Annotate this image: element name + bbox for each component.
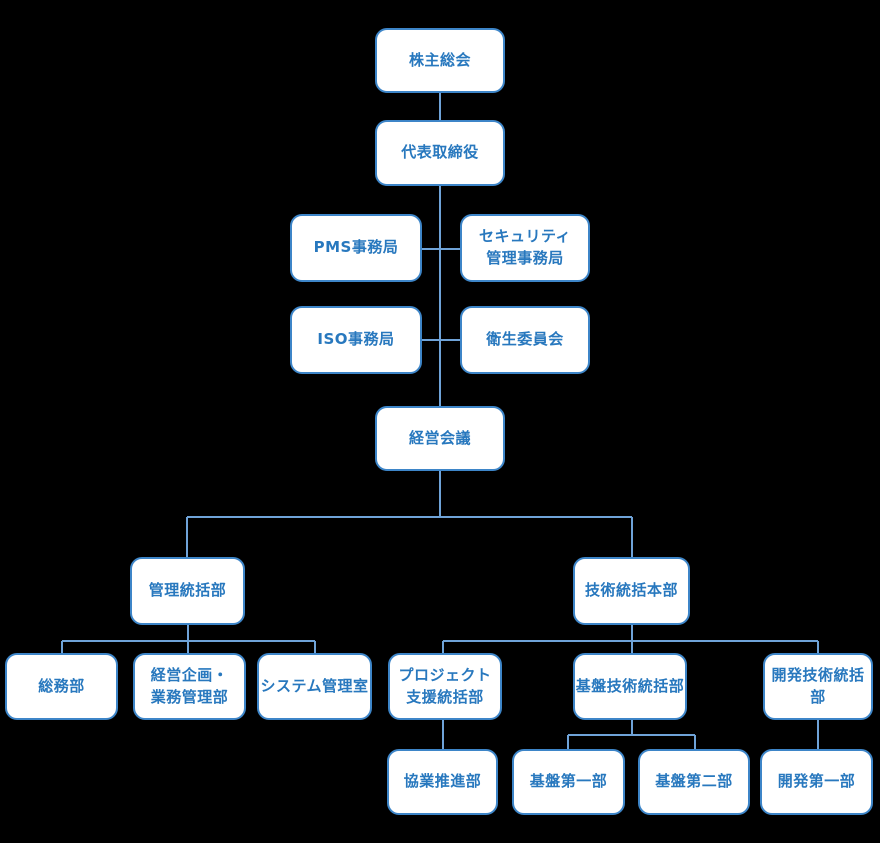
org-node-label-security-admin-office: セキュリティ 管理事務局 [478, 227, 572, 267]
org-node-dev-dept-1: 開発第一部 [760, 749, 873, 815]
org-node-management-meeting: 経営会議 [375, 406, 505, 471]
org-node-label-representative-director: 代表取締役 [401, 143, 479, 162]
org-node-representative-director: 代表取締役 [375, 120, 505, 186]
org-node-label-general-affairs-dept: 総務部 [38, 676, 85, 695]
org-node-label-collaboration-promotion: 協業推進部 [403, 772, 482, 791]
org-node-technical-general-hq: 技術統括本部 [573, 557, 690, 625]
org-node-corporate-planning-dept: 経営企画・ 業務管理部 [133, 653, 246, 720]
org-node-label-platform-dept-1: 基盤第一部 [529, 772, 608, 791]
org-node-general-affairs-dept: 総務部 [5, 653, 118, 720]
org-node-iso-office: ISO事務局 [290, 306, 422, 374]
org-node-label-iso-office: ISO事務局 [317, 330, 395, 349]
org-node-label-platform-tech-division: 基盤技術統括部 [575, 676, 685, 695]
org-node-shareholders-meeting: 株主総会 [375, 28, 505, 93]
org-node-label-corporate-planning-dept: 経営企画・ 業務管理部 [150, 665, 229, 706]
org-node-platform-dept-2: 基盤第二部 [638, 749, 750, 815]
org-node-label-technical-general-hq: 技術統括本部 [584, 581, 678, 600]
org-node-label-dev-dept-1: 開発第一部 [777, 772, 856, 791]
org-node-label-shareholders-meeting: 株主総会 [408, 50, 471, 69]
org-node-label-management-meeting: 経営会議 [408, 428, 471, 447]
org-node-collaboration-promotion: 協業推進部 [387, 749, 498, 815]
org-node-health-committee: 衛生委員会 [460, 306, 590, 374]
org-node-label-system-admin-room: システム管理室 [260, 676, 369, 695]
org-node-platform-tech-division: 基盤技術統括部 [573, 653, 687, 720]
org-node-dev-tech-division: 開発技術統括部 [763, 653, 873, 720]
org-node-label-health-committee: 衛生委員会 [486, 330, 564, 349]
org-node-label-admin-general-division: 管理統括部 [148, 581, 227, 600]
org-node-security-admin-office: セキュリティ 管理事務局 [460, 214, 590, 282]
org-node-admin-general-division: 管理統括部 [130, 557, 245, 625]
org-node-label-project-support-division: プロジェクト 支援統括部 [398, 665, 492, 706]
org-node-project-support-division: プロジェクト 支援統括部 [388, 653, 502, 720]
org-node-label-dev-tech-division: 開発技術統括部 [771, 665, 865, 706]
org-node-label-platform-dept-2: 基盤第二部 [655, 772, 733, 791]
org-node-system-admin-room: システム管理室 [257, 653, 372, 720]
org-node-label-pms-office: PMS事務局 [313, 238, 399, 257]
org-node-pms-office: PMS事務局 [290, 214, 422, 282]
org-node-platform-dept-1: 基盤第一部 [512, 749, 625, 815]
